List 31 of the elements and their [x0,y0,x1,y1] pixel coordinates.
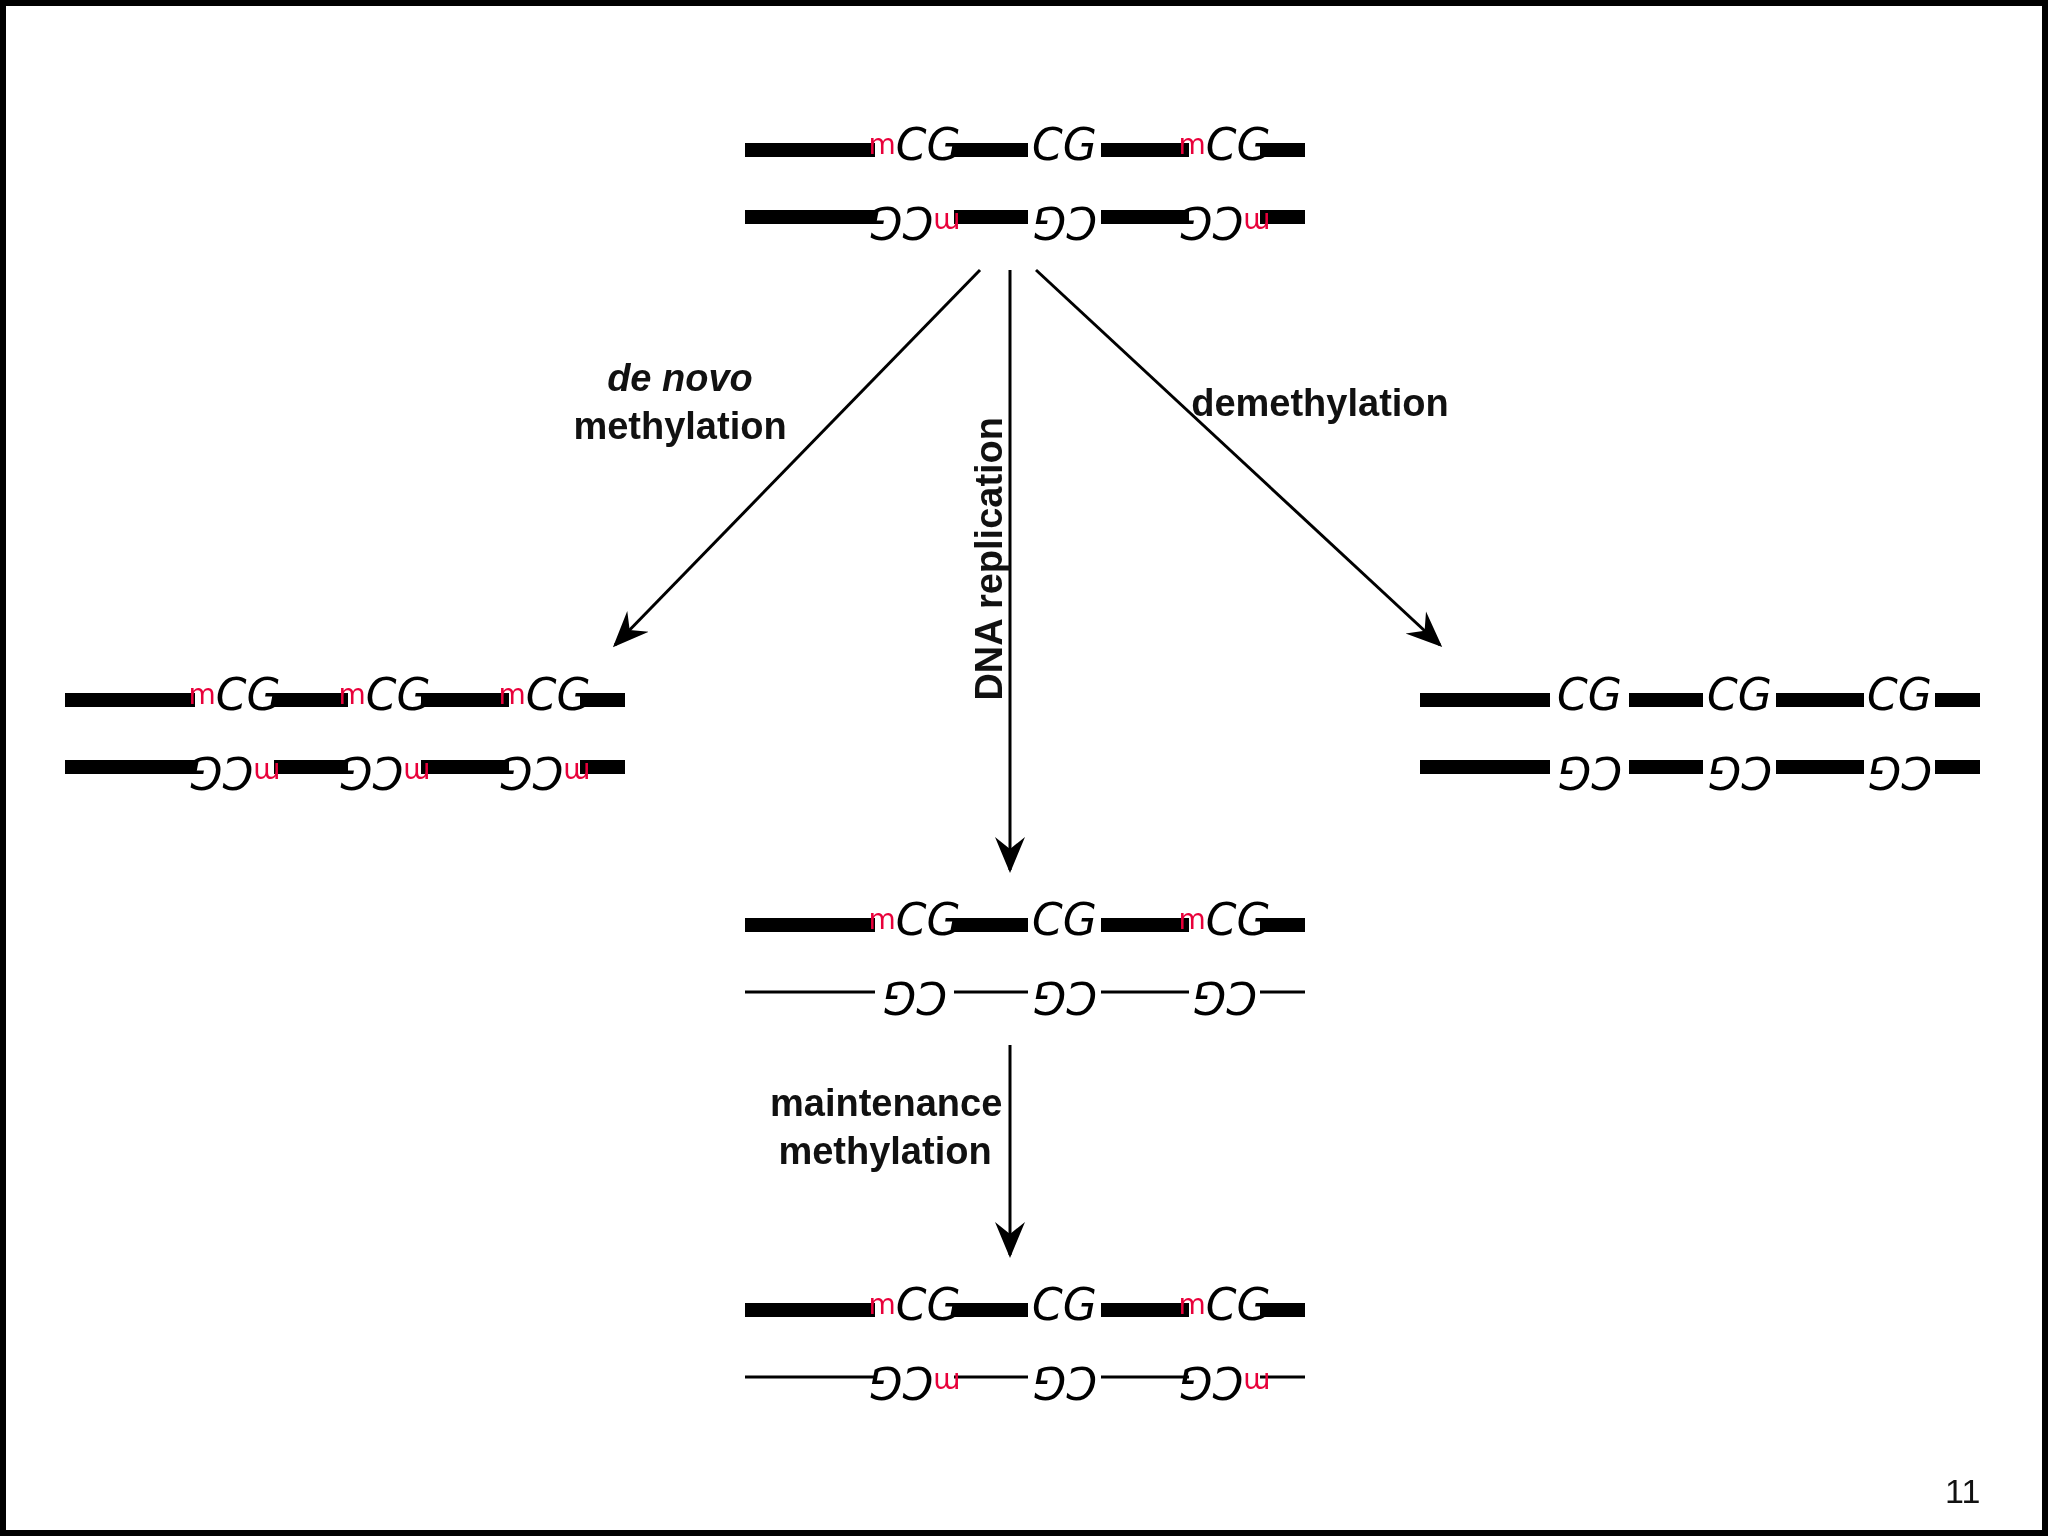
nucleotide-label: CG [1031,1356,1098,1410]
page-number: 11 [1945,1471,1981,1512]
arrow [1034,268,1443,648]
nucleotide-label: CG [1031,196,1098,250]
edge-label: maintenance methylation [770,1081,1000,1174]
nucleotide-label: $^{m}$CG [867,196,962,250]
nucleotide-label: CG [1191,971,1258,1025]
nucleotide-label: CG [1866,746,1933,800]
nucleotide-label: $^{m}$CG [1181,1356,1268,1410]
nucleotide-label: CG [881,971,948,1025]
arrow [995,270,1025,873]
nucleotide-label: $^{m}$CG [867,893,962,947]
arrow [995,1045,1025,1258]
nucleotide-label: $^{m}$CG [187,746,282,800]
nucleotide-label: CG [1866,668,1933,722]
nucleotide-label: CG [1706,746,1773,800]
nucleotide-label: $^{m}$CG [867,1278,962,1332]
nucleotide-label: CG [1706,668,1773,722]
edge-label: de novo methylation [572,356,788,449]
nucleotide-label: CG [1031,971,1098,1025]
nucleotide-label: CG [1556,746,1623,800]
nucleotide-label: CG [1031,1278,1098,1332]
edge-label: demethylation [1190,381,1450,426]
arrow [612,268,982,648]
edge-label: DNA replication [967,415,1012,703]
nucleotide-label: $^{m}$CG [187,668,282,722]
nucleotide-label: $^{m}$CG [867,118,962,172]
nucleotide-label: CG [1031,118,1098,172]
nucleotide-label: CG [1556,668,1623,722]
nucleotide-label: $^{m}$CG [867,1356,962,1410]
nucleotide-label: CG [1031,893,1098,947]
